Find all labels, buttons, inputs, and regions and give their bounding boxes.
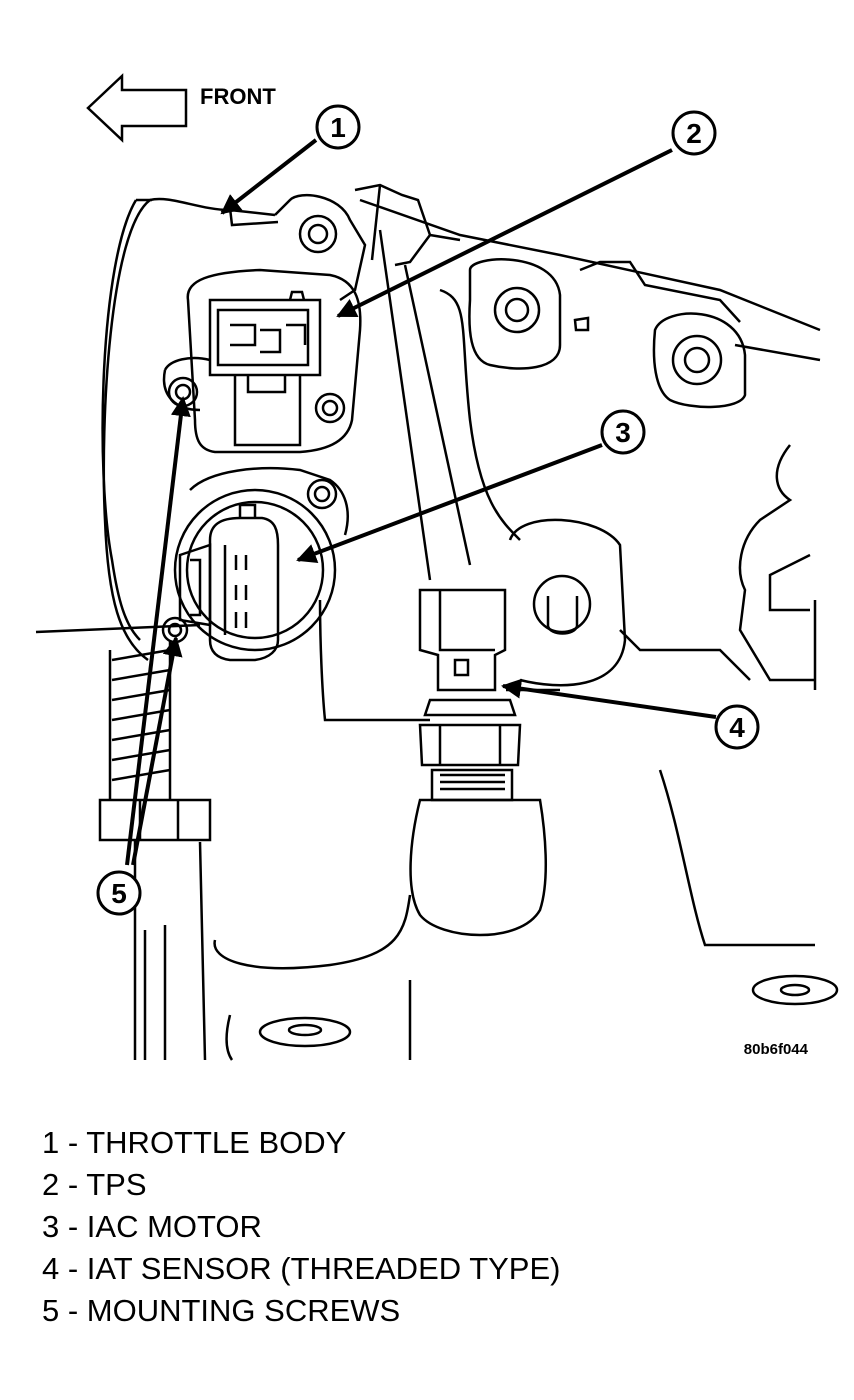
figure-id: 80b6f044 [744, 1041, 809, 1058]
leader-lines [125, 138, 717, 866]
leader-line-1 [220, 138, 318, 215]
legend-item: 4 - IAT SENSOR (THREADED TYPE) [42, 1251, 561, 1286]
mounting-bolt [35, 623, 234, 1061]
callout-3-label: 3 [615, 417, 631, 448]
front-label: FRONT [200, 84, 276, 109]
leader-line-2 [336, 148, 673, 318]
callout-1: 1 [315, 104, 361, 150]
callout-4: 4 [714, 704, 760, 750]
throttle-linkage [378, 229, 472, 581]
legend-item: 2 - TPS [42, 1167, 147, 1202]
leader-line-4 [501, 678, 717, 719]
iat-sensor [213, 588, 547, 1060]
callout-1-label: 1 [330, 112, 346, 143]
washers [143, 925, 839, 1060]
legend-item: 3 - IAC MOTOR [42, 1209, 262, 1244]
callout-3: 3 [600, 409, 646, 455]
callout-2-label: 2 [686, 118, 702, 149]
tps-sensor [162, 268, 362, 454]
intake-manifold [318, 198, 821, 947]
leader-line-5b [131, 636, 183, 866]
legend-item: 5 - MOUNTING SCREWS [42, 1293, 401, 1328]
callout-4-label: 4 [729, 712, 745, 743]
callout-5-label: 5 [111, 878, 127, 909]
leader-line-5a [125, 396, 191, 866]
legend-item: 1 - THROTTLE BODY [42, 1125, 347, 1160]
throttle-body [101, 183, 461, 662]
legend-list: 1 - THROTTLE BODY 2 - TPS 3 - IAC MOTOR … [42, 1122, 560, 1332]
front-arrow-icon [86, 73, 188, 143]
iac-motor [161, 466, 349, 662]
leader-line-3 [296, 443, 603, 563]
callout-2: 2 [671, 110, 717, 156]
throttle-body-diagram: FRONT [35, 73, 839, 1061]
callout-5: 5 [96, 870, 142, 916]
